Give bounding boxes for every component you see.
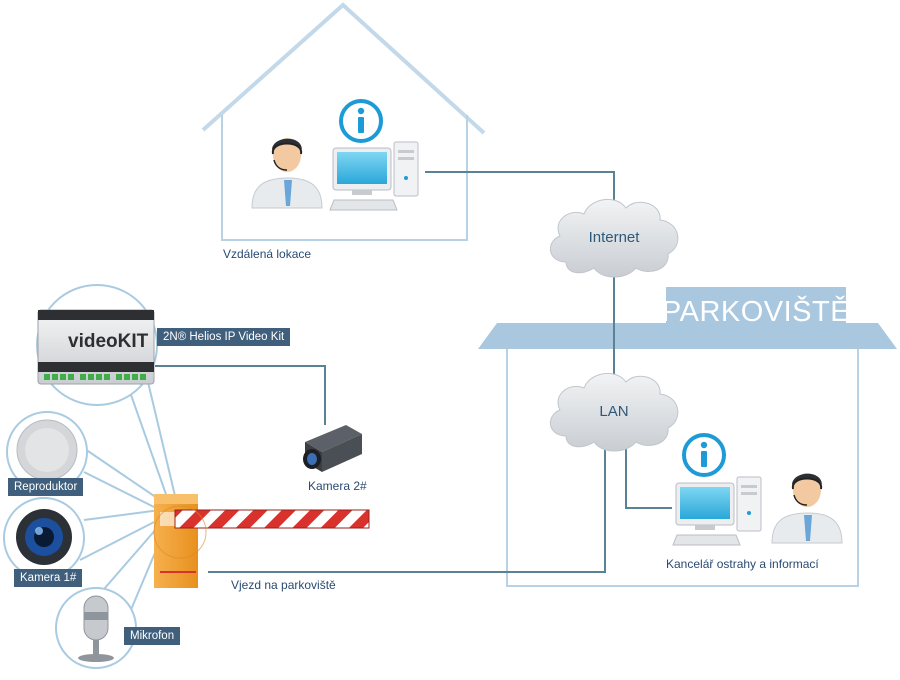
office-operator-icon (771, 473, 843, 544)
connection-lines (155, 171, 672, 573)
camera1-bubble (3, 497, 163, 579)
line-lan-barrier (208, 446, 606, 573)
info-icon (339, 99, 383, 143)
entrance-label: Vjezd na parkoviště (231, 578, 336, 592)
cctv-camera-icon (303, 425, 362, 472)
speaker-tag: Reproduktor (8, 478, 84, 496)
speaker-bubble (6, 411, 161, 511)
lan-cloud (550, 373, 679, 452)
lan-label: LAN (599, 403, 629, 420)
office-computer-icon (672, 476, 762, 546)
remote-location-label: Vzdálená lokace (223, 247, 312, 261)
internet-label: Internet (588, 229, 640, 246)
camera1-tag: Kamera 1# (14, 569, 83, 587)
camera2-label: Kamera 2# (308, 479, 367, 493)
line-lan-office (625, 448, 672, 509)
remote-house (201, 2, 486, 241)
line-pc-internet (425, 171, 615, 200)
operator-headset-icon (251, 138, 323, 209)
device-brand-label: videoKIT (68, 331, 149, 352)
office-label: Kancelář ostrahy a informací (666, 557, 819, 571)
office-info-icon (682, 433, 726, 477)
computer-icon (329, 141, 419, 211)
parking-barrier-icon (153, 494, 370, 588)
parking-banner: PARKOVIŠTĚ (662, 287, 850, 337)
video-kit-tag: 2N® Helios IP Video Kit (157, 328, 291, 346)
line-kit-camera2 (155, 365, 326, 425)
internet-cloud (550, 199, 679, 278)
microphone-tag: Mikrofon (124, 627, 181, 645)
video-kit-bubble (36, 284, 177, 501)
